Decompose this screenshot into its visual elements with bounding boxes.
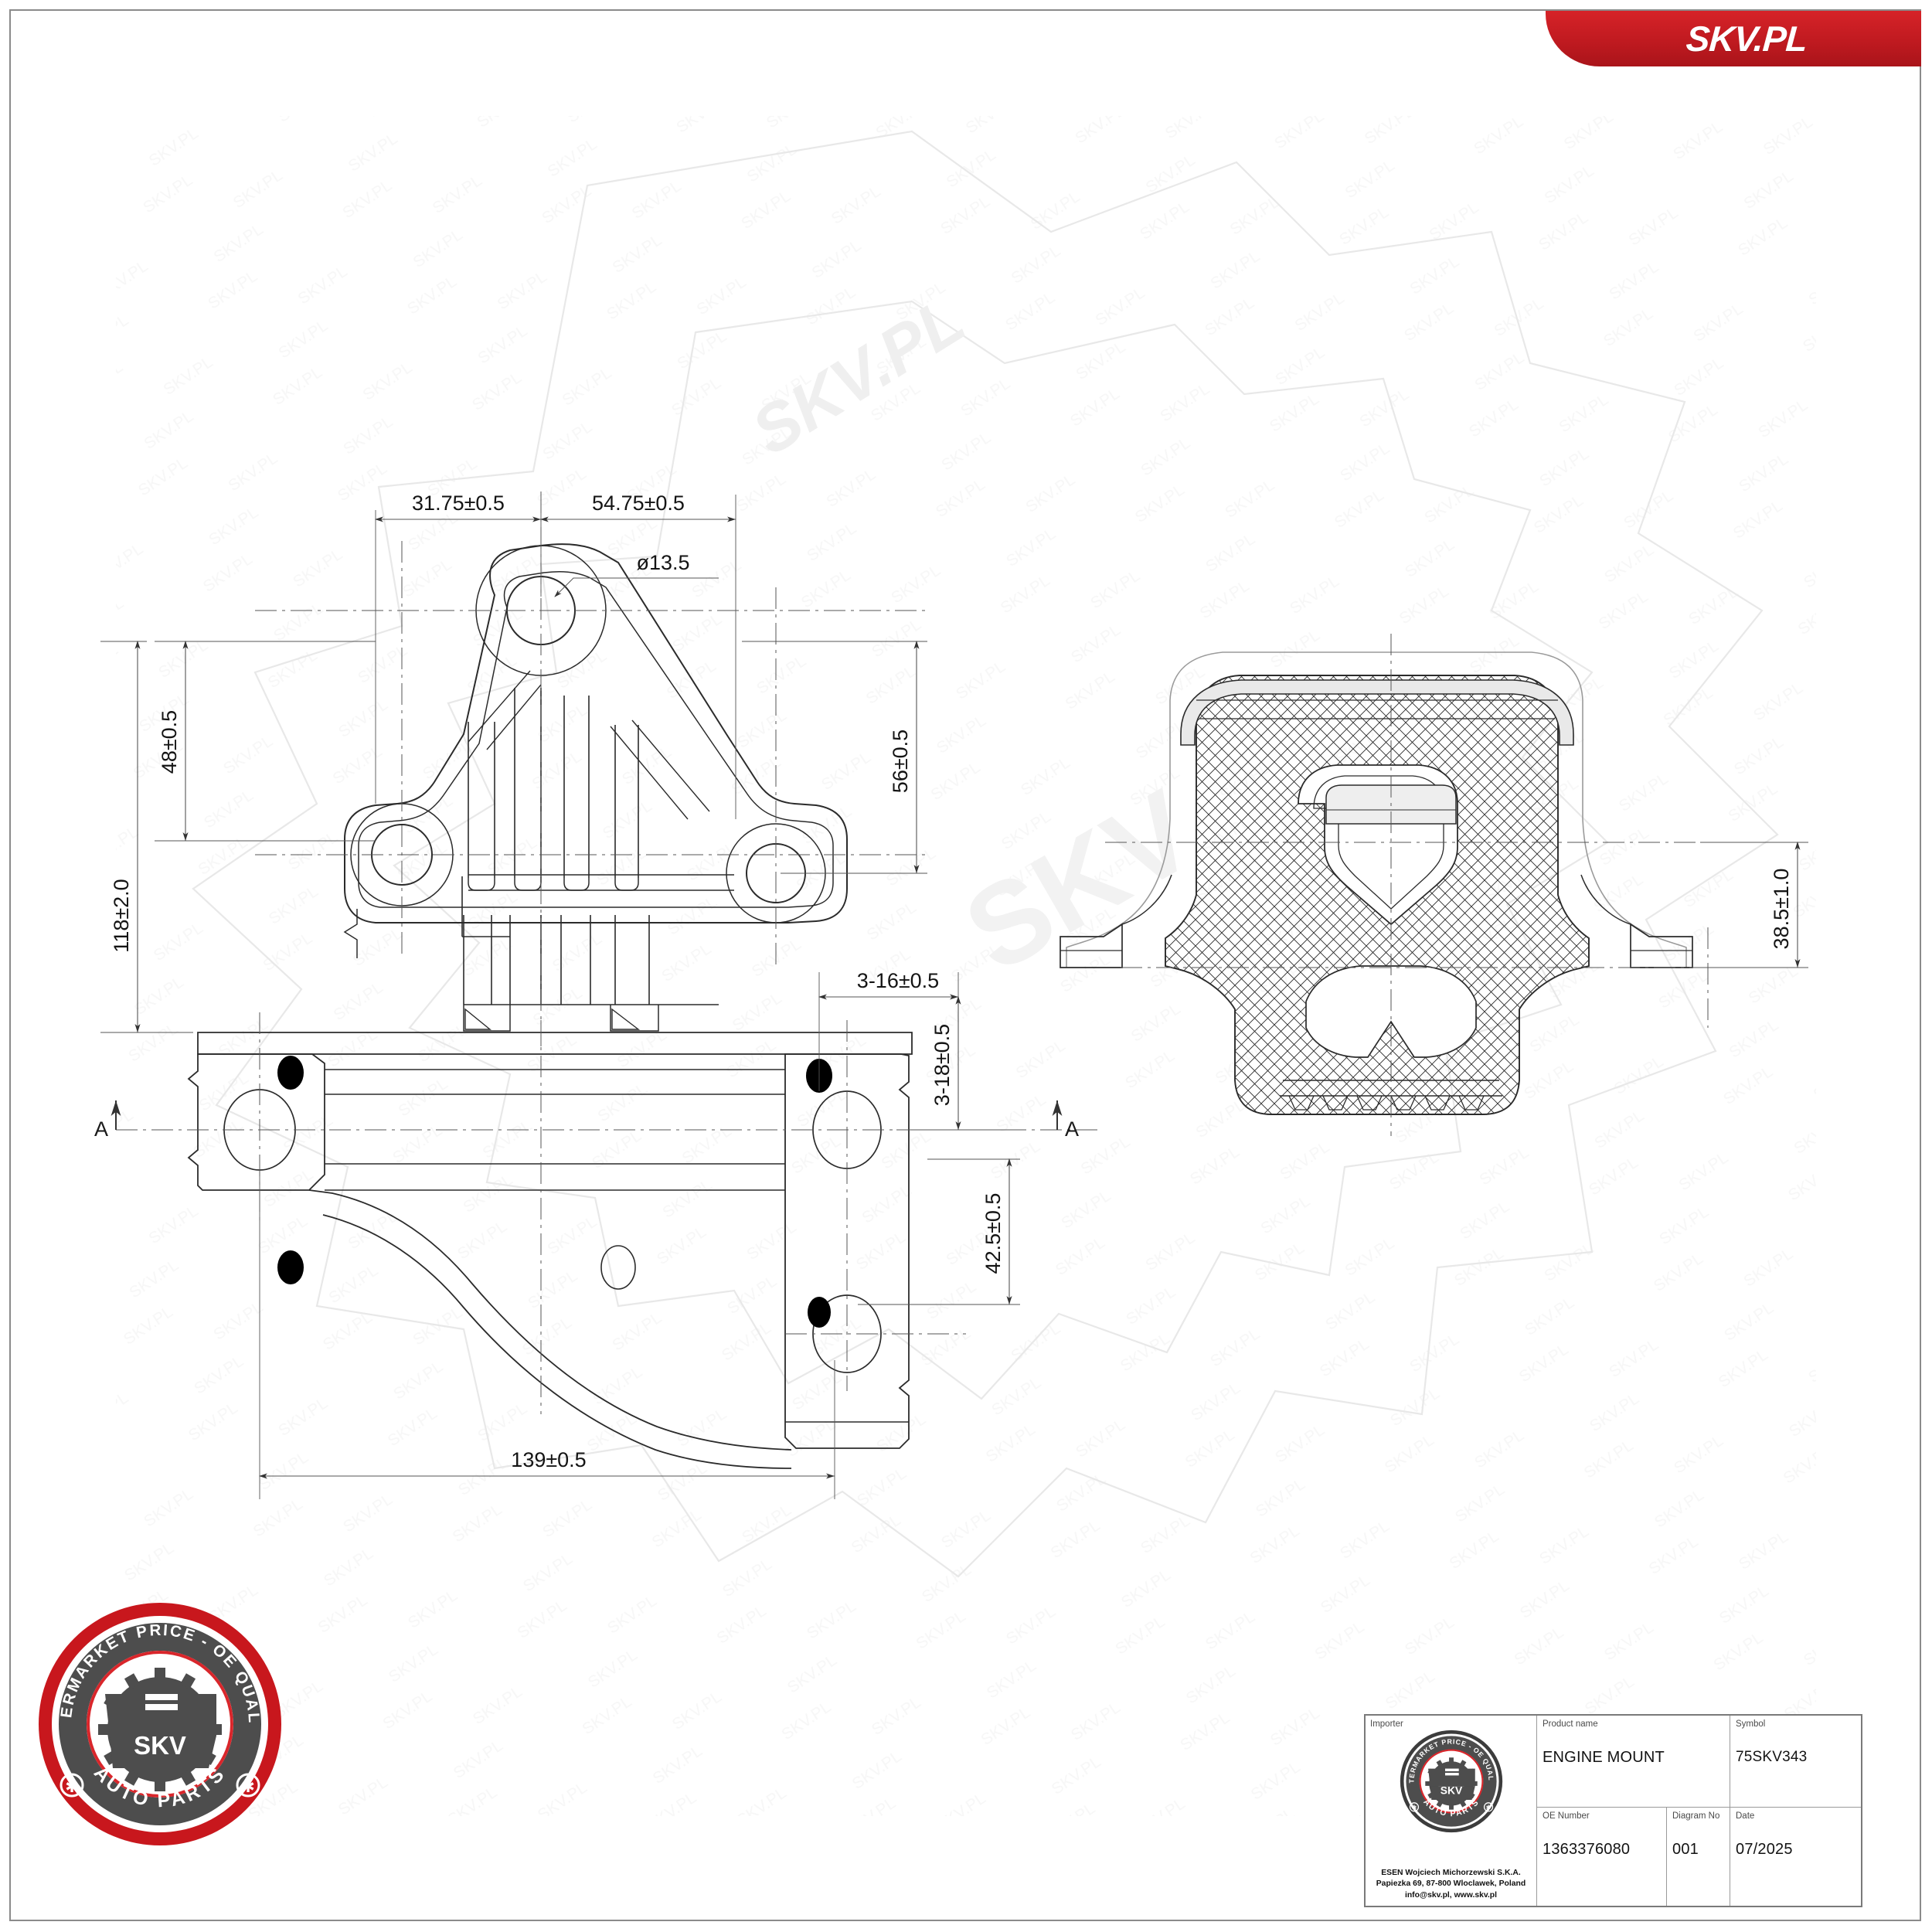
importer-address: Papiezka 69, 87-800 Wloclawek, Poland <box>1376 1879 1526 1888</box>
dim-dia-13-5: ø13.5 <box>636 551 689 574</box>
dim-42-5: 42.5±0.5 <box>981 1193 1005 1274</box>
title-block: Importer AFTERMARKET PRICE - OE QUALITY … <box>1364 1714 1862 1907</box>
dim-48: 48±0.5 <box>158 710 181 774</box>
symbol-value: 75SKV343 <box>1736 1749 1808 1765</box>
svg-text:A: A <box>94 1117 108 1141</box>
date-cell: Date 07/2025 <box>1730 1808 1861 1906</box>
symbol-cell: Symbol 75SKV343 <box>1730 1716 1861 1807</box>
diagram-no-label: Diagram No <box>1672 1811 1720 1821</box>
dim-38-5: 38.5±1.0 <box>1770 869 1793 950</box>
section-a-a-view <box>1060 651 1693 1115</box>
diagram-no-value: 001 <box>1672 1841 1699 1858</box>
dim-118: 118±2.0 <box>110 879 133 952</box>
diagram-no-cell: Diagram No 001 <box>1667 1808 1730 1906</box>
oe-number-value: 1363376080 <box>1543 1841 1631 1858</box>
seal-star-badges: ✱ ✱ <box>60 1773 260 1798</box>
seal-gear-icon: SKV <box>98 1668 222 1791</box>
oe-number-cell: OE Number 1363376080 <box>1537 1808 1667 1906</box>
centerlines-top-view <box>255 492 927 1051</box>
seal-center-text: SKV <box>134 1731 186 1760</box>
dimension-lines <box>100 495 1808 1499</box>
dimension-labels: 31.75±0.5 54.75±0.5 ø13.5 48±0.5 118±2.0… <box>110 492 1793 1471</box>
oe-number-label: OE Number <box>1543 1811 1590 1821</box>
importer-seal-center-text: SKV <box>1440 1784 1462 1796</box>
date-label: Date <box>1736 1811 1755 1821</box>
dim-3-18: 3-18±0.5 <box>930 1024 954 1106</box>
svg-text:✱: ✱ <box>241 1778 255 1796</box>
svg-text:✱: ✱ <box>1485 1804 1491 1811</box>
product-name-value: ENGINE MOUNT <box>1543 1749 1665 1766</box>
importer-name: ESEN Wojciech Michorzewski S.K.A. <box>1381 1868 1521 1877</box>
date-value: 07/2025 <box>1736 1841 1793 1858</box>
importer-contact: info@skv.pl, www.skv.pl <box>1404 1890 1498 1900</box>
dim-56: 56±0.5 <box>889 730 912 793</box>
importer-seal-logo: AFTERMARKET PRICE - OE QUALITY AUTO PART… <box>1400 1730 1502 1833</box>
skv-brand-tab: SKV.PL <box>1546 11 1921 66</box>
title-block-importer-cell: Importer AFTERMARKET PRICE - OE QUALITY … <box>1366 1716 1537 1906</box>
dim-139: 139±0.5 <box>511 1448 586 1471</box>
centerlines-section-view <box>1105 634 1808 1136</box>
svg-text:✱: ✱ <box>1411 1804 1417 1811</box>
dim-3-16: 3-16±0.5 <box>857 969 939 992</box>
product-name-label: Product name <box>1543 1719 1598 1729</box>
section-marker-left: A <box>94 1100 121 1141</box>
importer-label: Importer <box>1370 1719 1403 1729</box>
svg-text:✱: ✱ <box>65 1778 79 1796</box>
svg-text:A: A <box>1065 1117 1079 1141</box>
skv-brand-logo-text: SKV.PL <box>1685 19 1808 59</box>
dim-54-75: 54.75±0.5 <box>592 492 685 515</box>
section-marker-right: A <box>1052 1100 1079 1141</box>
dim-31-75: 31.75±0.5 <box>412 492 505 515</box>
product-name-cell: Product name ENGINE MOUNT <box>1537 1716 1730 1807</box>
symbol-label: Symbol <box>1736 1719 1766 1729</box>
importer-gear-icon: SKV <box>1424 1757 1478 1810</box>
title-block-fields: Product name ENGINE MOUNT Symbol 75SKV34… <box>1537 1716 1861 1906</box>
importer-address-block: ESEN Wojciech Michorzewski S.K.A. Papiez… <box>1366 1868 1536 1902</box>
skv-quality-seal: AFTERMARKET PRICE - OE QUALITY AUTO PART… <box>37 1601 281 1845</box>
